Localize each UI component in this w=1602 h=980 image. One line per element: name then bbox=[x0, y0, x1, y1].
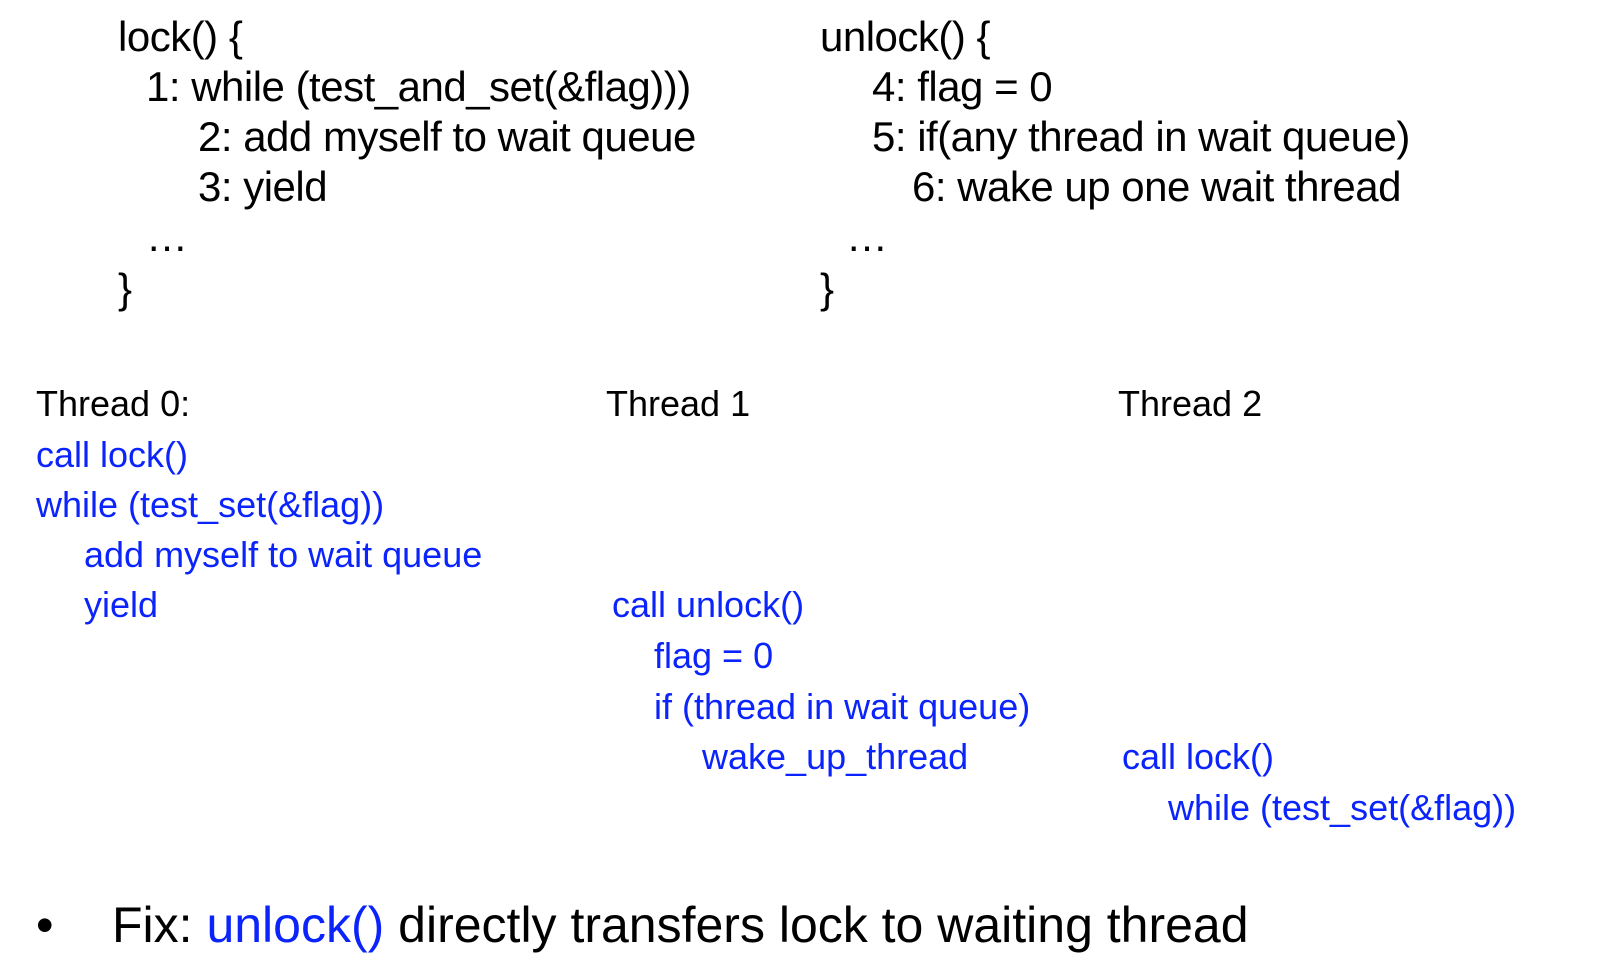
trace-step: wake_up_thread bbox=[702, 736, 969, 777]
unlock-code-line: } bbox=[820, 265, 834, 312]
bullet-highlight: unlock() bbox=[206, 897, 385, 953]
trace-step: while (test_set(&flag)) bbox=[1168, 787, 1517, 828]
bullet-marker: • bbox=[36, 897, 54, 953]
bullet-prefix: Fix: bbox=[112, 897, 207, 953]
thread-1-header: Thread 1 bbox=[606, 383, 751, 424]
trace-step: add myself to wait queue bbox=[84, 534, 483, 575]
unlock-code-line: 4: flag = 0 bbox=[872, 63, 1053, 110]
lock-code-line: 1: while (test_and_set(&flag))) bbox=[146, 63, 691, 110]
bullet-text: Fix: unlock() directly transfers lock to… bbox=[112, 900, 1249, 950]
bullet-suffix: directly transfers lock to waiting threa… bbox=[384, 897, 1249, 953]
trace-step: call lock() bbox=[1122, 736, 1275, 777]
unlock-code-line: 5: if(any thread in wait queue) bbox=[872, 113, 1410, 160]
trace-step: call lock() bbox=[36, 434, 189, 475]
lock-code-line: 2: add myself to wait queue bbox=[198, 113, 696, 160]
unlock-code-line: 6: wake up one wait thread bbox=[912, 163, 1402, 210]
lock-code-ellipsis: … bbox=[146, 213, 188, 260]
unlock-code-line: unlock() { bbox=[820, 13, 991, 60]
trace-step: flag = 0 bbox=[654, 635, 774, 676]
thread-2-header: Thread 2 bbox=[1118, 383, 1263, 424]
lock-code-line: } bbox=[118, 265, 132, 312]
lock-code-line: lock() { bbox=[118, 13, 243, 60]
trace-step: while (test_set(&flag)) bbox=[36, 484, 385, 525]
unlock-code-ellipsis: … bbox=[846, 213, 888, 260]
trace-step: call unlock() bbox=[612, 584, 805, 625]
trace-step: yield bbox=[84, 584, 159, 625]
lock-code-line: 3: yield bbox=[198, 163, 328, 210]
thread-0-header: Thread 0: bbox=[36, 383, 191, 424]
trace-step: if (thread in wait queue) bbox=[654, 686, 1031, 727]
